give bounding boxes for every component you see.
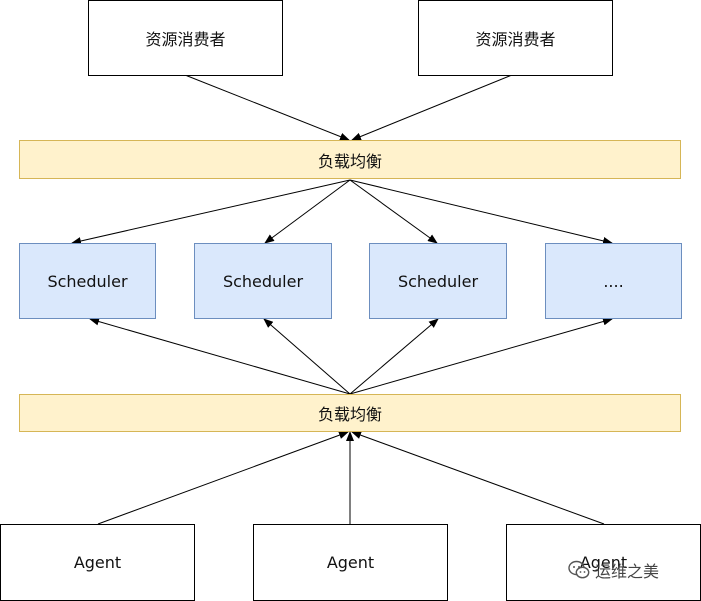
- agent-label-3: Agent: [579, 553, 628, 572]
- scheduler-label-1: Scheduler: [47, 271, 128, 291]
- scheduler-box-3: Scheduler: [369, 243, 507, 319]
- arrow-agent3-to-lb-bottom: [351, 431, 605, 525]
- scheduler-box-1: Scheduler: [19, 243, 156, 319]
- agent-box-2: Agent: [253, 524, 448, 601]
- arrow-lb-top-to-scheduler2: [264, 179, 351, 244]
- arrow-lb-top-to-scheduler3: [349, 179, 438, 244]
- arrow-lb-top-to-scheduler1: [71, 179, 351, 245]
- arrow-consumer1-to-lb-top: [184, 74, 350, 141]
- scheduler-box-2: Scheduler: [194, 243, 332, 319]
- arrow-lb-bottom-to-scheduler2: [263, 318, 351, 395]
- load-balancer-top-label: 负载均衡: [317, 151, 382, 171]
- arrow-lb-bottom-to-scheduler3: [349, 318, 439, 395]
- agent-box-1: Agent: [0, 524, 195, 601]
- load-balancer-bottom: 负载均衡: [19, 394, 681, 432]
- arrow-consumer2-to-lb-top: [351, 74, 513, 141]
- consumer-box-1: 资源消费者: [88, 0, 283, 76]
- watermark-label: 运维之美: [595, 562, 660, 581]
- scheduler-box-more: ....: [545, 243, 682, 319]
- consumer-box-2: 资源消费者: [418, 0, 613, 76]
- arrow-agent1-to-lb-bottom: [97, 431, 349, 525]
- scheduler-label-3: Scheduler: [397, 271, 479, 291]
- load-balancer-bottom-label: 负载均衡: [317, 405, 382, 424]
- scheduler-label-2: Scheduler: [222, 271, 304, 291]
- arrow-lb-bottom-to-scheduler4: [349, 317, 613, 395]
- consumer-label-1: 资源消费者: [145, 30, 226, 49]
- scheduler-label-more: ....: [603, 271, 624, 291]
- agent-label-1: Agent: [73, 553, 122, 572]
- arrow-lb-top-to-scheduler4: [349, 179, 613, 245]
- consumer-label-2: 资源消费者: [475, 30, 556, 49]
- watermark: 运维之美: [568, 555, 659, 585]
- arrow-lb-bottom-to-scheduler1: [89, 317, 351, 395]
- agent-box-3: Agent: [506, 524, 701, 601]
- wechat-icon: [568, 560, 590, 579]
- load-balancer-top: 负载均衡: [19, 140, 681, 179]
- agent-label-2: Agent: [326, 553, 375, 572]
